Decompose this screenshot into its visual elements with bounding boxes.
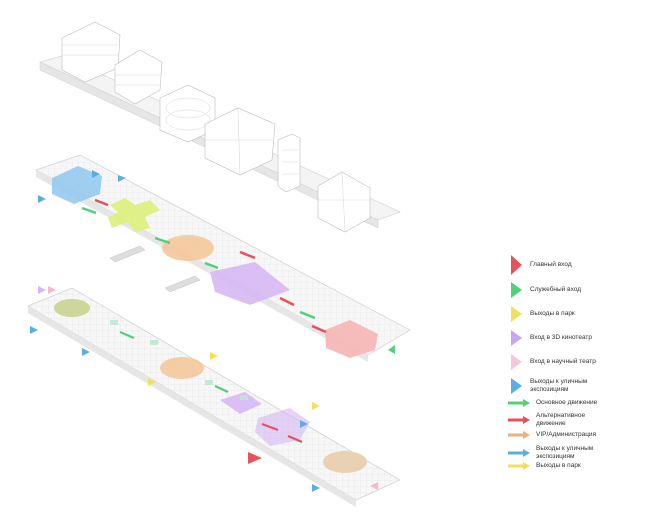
zone-lime — [108, 198, 160, 232]
upper-floor-plan — [35, 154, 411, 362]
axonometric-drawing — [27, 21, 411, 507]
legend-item-park-exit: Выходы в парк — [508, 302, 575, 326]
red-arrow-icon — [508, 416, 530, 424]
legend-item-science-theater-entrance: Вход в научный театр — [508, 350, 596, 374]
green-arrow-icon — [508, 399, 530, 407]
zone-violet — [210, 262, 290, 305]
blue-arrow-icon — [508, 449, 530, 457]
zone-blue — [52, 166, 102, 204]
legend-item-street-exhibit-route: Выходы к уличным экспозициям — [508, 445, 593, 461]
zone-pink — [325, 320, 378, 358]
route-main-lower — [119, 330, 229, 393]
zone-orange — [162, 235, 214, 261]
legend-label: Вход в научный театр — [530, 358, 596, 365]
route-alt-lower — [261, 422, 303, 444]
legend-item-service-entrance: Служебный вход — [508, 278, 581, 302]
legend-item-vip-admin: VIP/Администрация — [508, 431, 596, 439]
violet-triangle-marker-icon — [511, 330, 522, 346]
legend-label: Выходы к уличным экспозициям — [530, 378, 588, 393]
legend-item-3d-cinema-entrance: Вход в 3D кинотеатр — [508, 326, 592, 350]
legend-label: VIP/Администрация — [536, 431, 597, 438]
legend-label: Выходы в парк — [530, 310, 575, 317]
legend-item-street-exhibit-exit: Выходы к уличным экспозициям — [508, 374, 587, 398]
building-3d-model — [39, 21, 401, 233]
ground-floor-plan — [27, 286, 401, 507]
route-main-movement — [81, 206, 316, 320]
legend-label: Главный вход — [530, 261, 572, 268]
legend-label: Вход в 3D кинотеатр — [530, 334, 593, 341]
zone-orange-lower — [160, 357, 204, 379]
route-alternative-movement — [94, 198, 327, 334]
yellow-triangle-marker-icon — [511, 306, 522, 322]
yellow-arrow-icon — [508, 462, 530, 470]
legend-label: Альтернативное движение — [536, 412, 586, 427]
legend-item-main-entrance: Главный вход — [508, 253, 572, 277]
legend-item-alternative-movement: Альтернативное движение — [508, 412, 585, 428]
legend-label: Основное движение — [536, 399, 598, 406]
legend-panel: Главный вход Служебный вход Выходы в пар… — [500, 0, 650, 521]
legend-label: Служебный вход — [530, 286, 582, 293]
pink-triangle-marker-icon — [511, 354, 522, 370]
legend-label: Выходы к уличным экспозициям — [536, 445, 594, 460]
green-triangle-marker-icon — [511, 282, 522, 298]
zone-violet-lower — [220, 392, 262, 414]
legend-item-park-exit-route: Выходы в парк — [508, 462, 581, 470]
zone-tan — [323, 451, 367, 473]
blue-triangle-marker-icon — [511, 378, 522, 394]
red-triangle-marker-icon — [511, 255, 522, 275]
zone-olive — [54, 299, 90, 317]
orange-arrow-icon — [508, 431, 530, 439]
legend-label: Выходы в парк — [536, 462, 581, 469]
legend-item-main-movement: Основное движение — [508, 399, 597, 407]
